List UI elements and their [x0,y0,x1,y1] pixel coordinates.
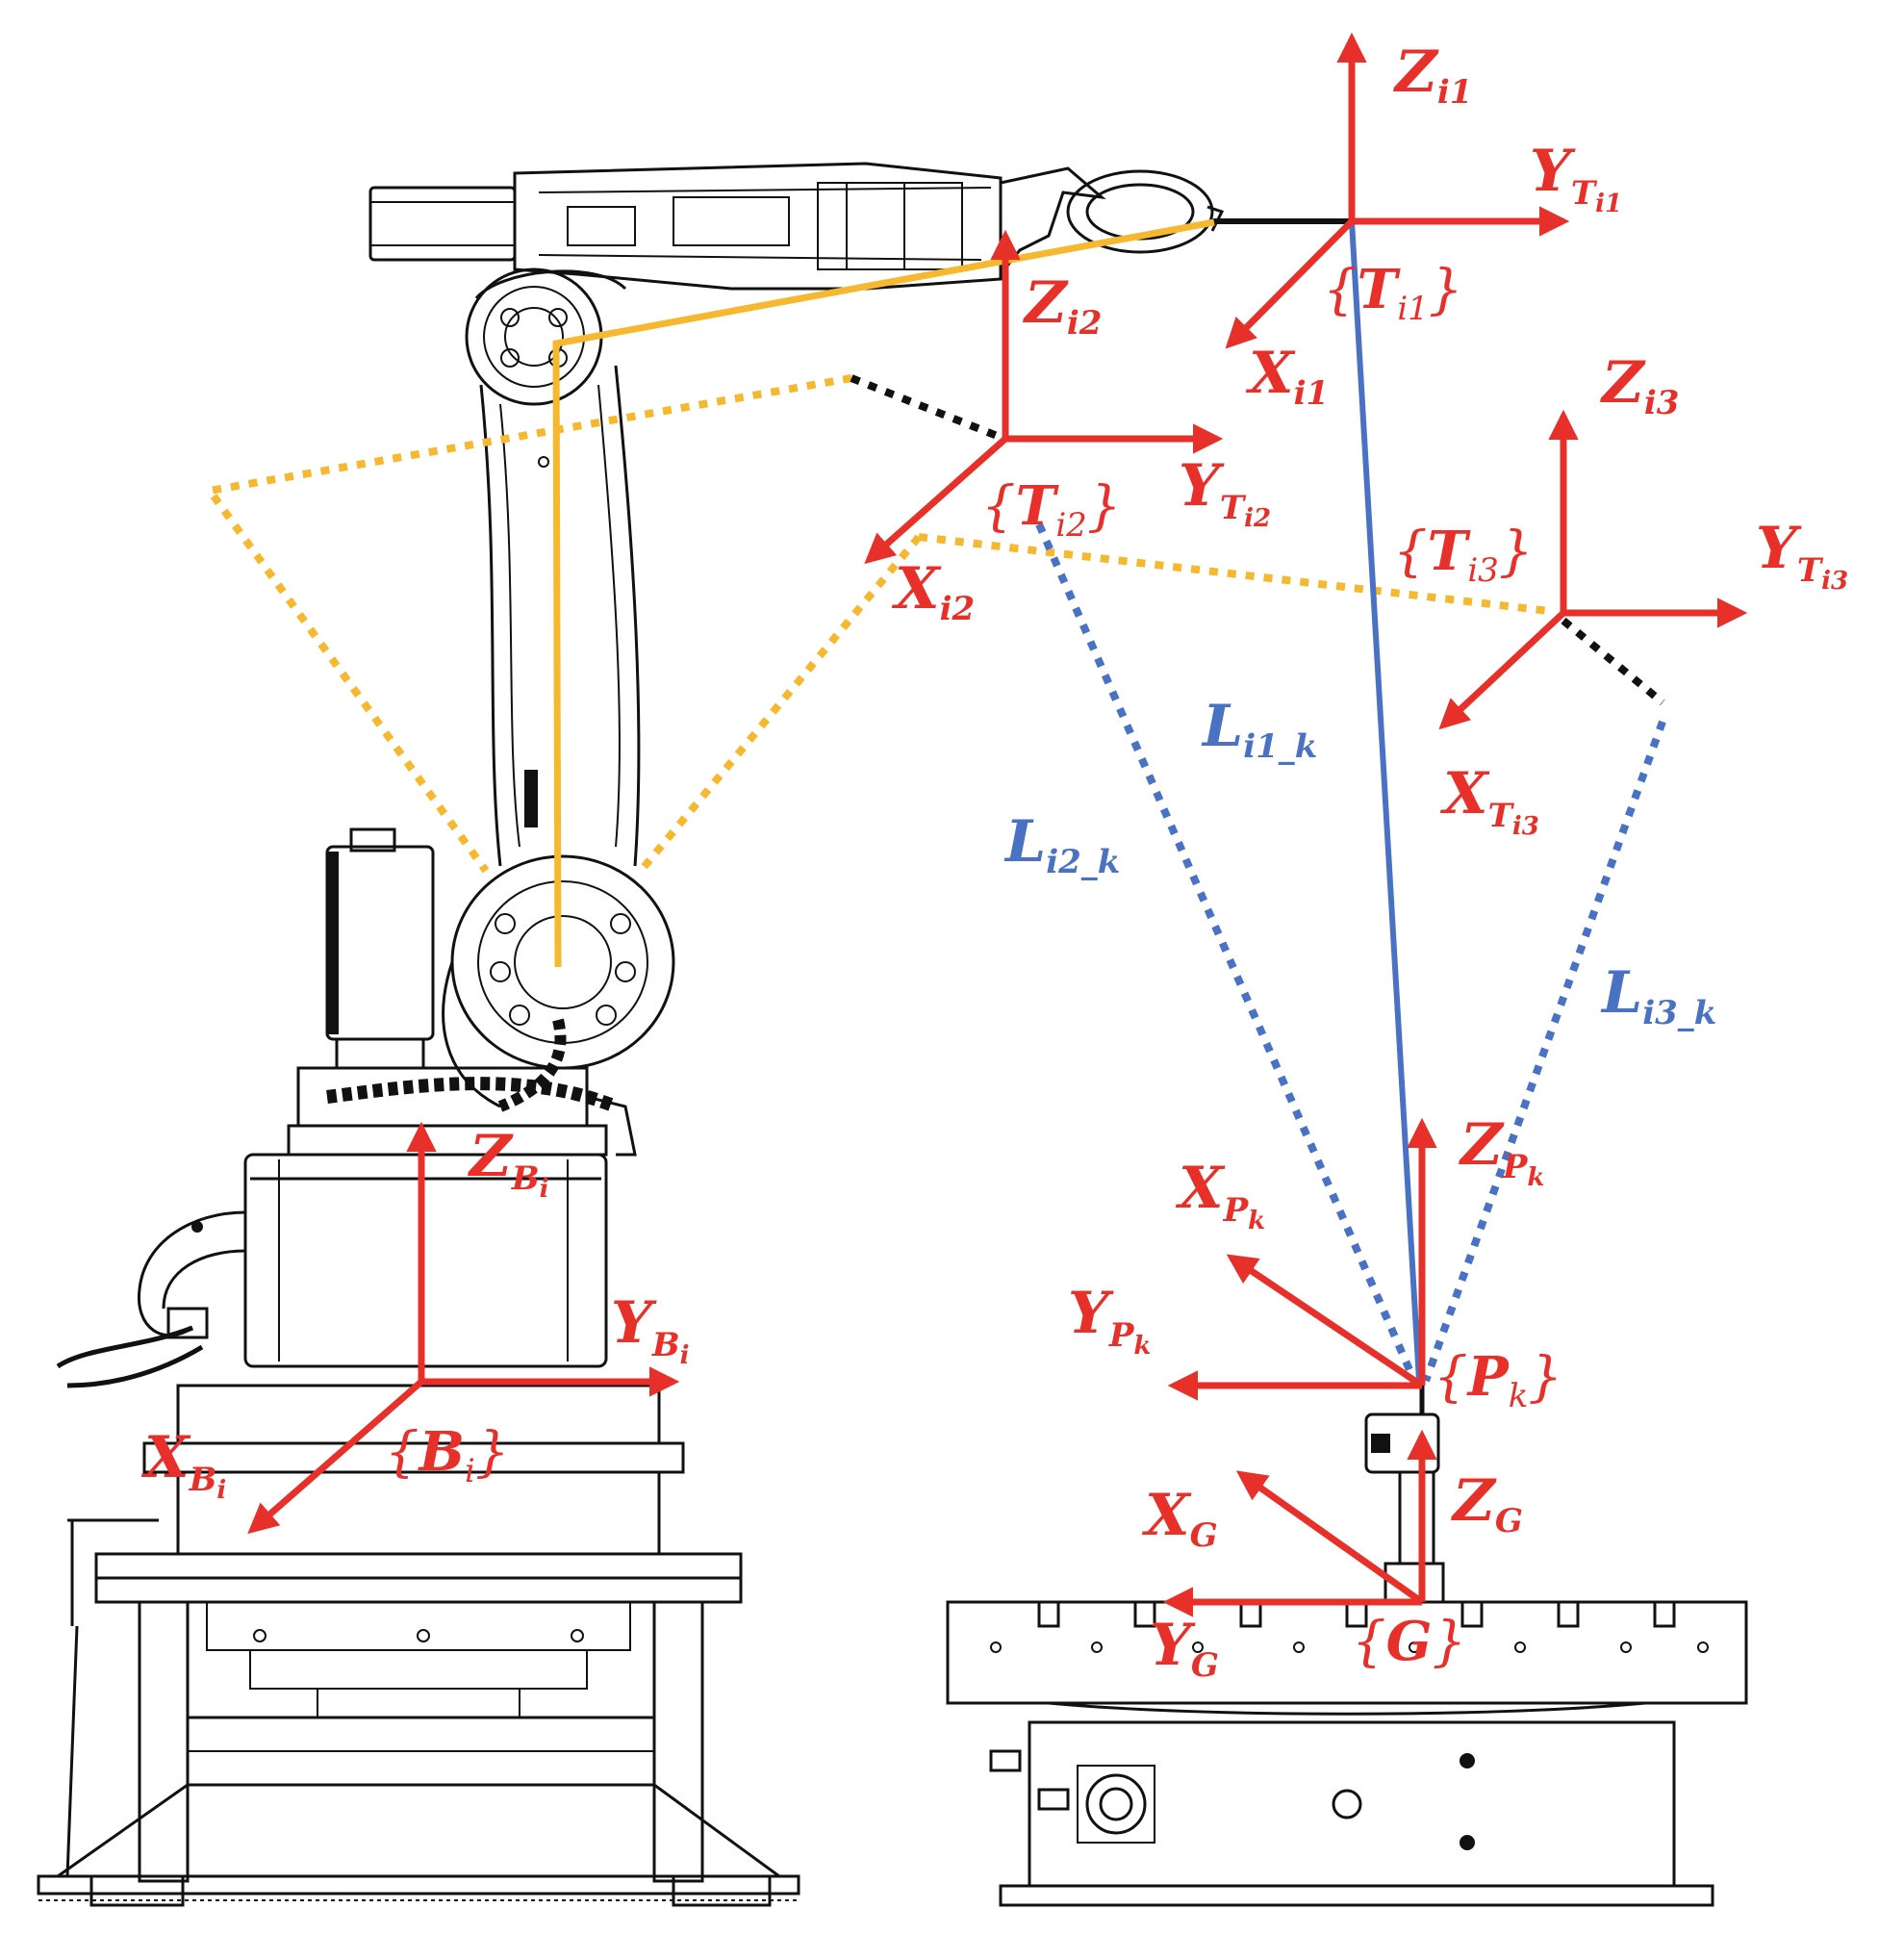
frame-T-i1-axes [1225,32,1570,349]
label-X-i1: Xi1 [1245,340,1329,413]
tool-offset-3 [1561,617,1665,706]
label-X-P-k: XPk [1175,1155,1265,1235]
tool-offset-2 [850,374,1006,443]
label-X-T-i3: XTi3 [1439,760,1539,841]
robot-motor [325,827,435,1070]
robot-config-3-links [918,533,1550,615]
axis-X-i1 [1225,218,1355,349]
label-Z-i2: Zi2 [1023,269,1102,343]
label-Z-B-i: ZBi [468,1123,548,1204]
frame-P-k-axes [1167,1117,1437,1401]
label-L-i1-k: Li1_k [1201,693,1317,766]
robot-shoulder-joint [465,267,627,406]
robot-config-2-lower [637,534,923,874]
frame-T-i3-axes [1438,409,1748,730]
axis-X-T-i3 [1438,610,1566,730]
industrial-robot [37,162,1352,1907]
label-Y-B-i: YBi [611,1289,689,1370]
axis-X-i2 [864,436,1008,565]
label-Y-T-i1: YTi1 [1530,138,1622,218]
label-Z-G: ZG [1451,1467,1523,1540]
label-Y-G: YG [1150,1612,1219,1685]
label-L-i2-k: Li2_k [1003,808,1120,881]
robot-pedestal [37,1384,800,1907]
label-frame-G: {G} [1352,1610,1466,1673]
label-X-G: XG [1141,1482,1218,1555]
measurement-line-L-i1-k [1349,220,1422,1382]
frame-G-axes [1162,1429,1437,1617]
frame-B-i-axes [247,1121,680,1535]
robot-lower-arm [479,365,641,867]
label-Y-T-i3: YTi3 [1756,515,1848,596]
label-Y-P-k: YPk [1068,1280,1151,1361]
calibration-table [946,1386,1748,1907]
label-frame-B-i: {Bi} [385,1420,510,1490]
label-X-B-i: XBi [140,1424,226,1505]
label-frame-P-k: {Pk} [1434,1345,1562,1415]
label-Z-i3: Zi3 [1600,349,1679,422]
label-Z-P-k: ZPk [1459,1111,1544,1192]
robot-link-line [552,218,1215,968]
axis-X-B-i [247,1379,424,1535]
robot-kinematic-links [202,218,1665,968]
measurement-line-L-i3-k [1422,720,1666,1383]
axis-X-G [1235,1470,1425,1605]
measurement-lines [1035,220,1666,1383]
axis-X-P-k [1226,1254,1424,1388]
label-frame-T-i3: {Ti3} [1393,520,1533,590]
robot-base-housing [56,1066,637,1388]
label-Y-T-i2: YTi2 [1179,452,1271,533]
label-frame-T-i1: {Ti1} [1323,258,1462,328]
label-frame-T-i2: {Ti2} [981,474,1121,545]
robot-forearm [368,162,1352,291]
label-L-i3-k: Li3_k [1600,959,1716,1032]
frame-T-i2-axes [864,229,1224,565]
measurement-line-L-i2-k [1035,522,1418,1383]
axis-labels: Zi1 YTi1 {Ti1} Xi1 Zi2 YTi2 {Ti2} Xi2 Zi… [140,38,1848,1685]
label-X-i2: Xi2 [891,555,975,628]
robot-cable-harness [326,1018,619,1113]
label-Z-i1: Zi1 [1393,38,1472,112]
